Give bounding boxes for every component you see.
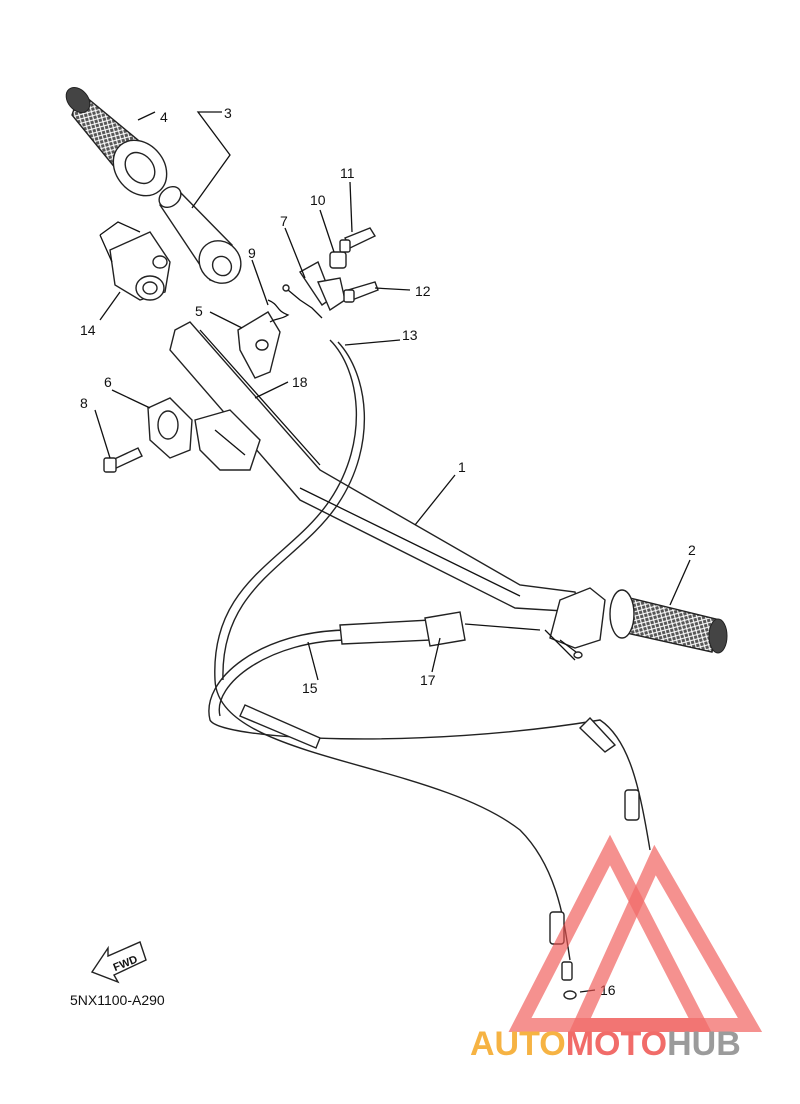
handlebar	[169, 321, 581, 613]
callout-3: 3	[224, 105, 232, 121]
callout-7: 7	[280, 213, 288, 229]
callout-5: 5	[195, 303, 203, 319]
cables	[208, 339, 651, 1000]
callout-8: 8	[80, 395, 88, 411]
watermark: AUTOMOTOHUB	[470, 834, 763, 1063]
clamp	[103, 397, 193, 473]
cable-bracket	[237, 299, 290, 379]
callout-17: 17	[420, 672, 436, 688]
leader-lines	[94, 111, 691, 993]
fwd-arrow: FWD	[90, 941, 147, 984]
callout-14: 14	[80, 322, 96, 338]
callout-15: 15	[302, 680, 318, 696]
watermark-text-moto: MOTO	[566, 1025, 667, 1063]
lever-parts	[282, 227, 379, 319]
callout-1: 1	[458, 459, 466, 475]
callout-13: 13	[402, 327, 418, 343]
watermark-text-hub: HUB	[667, 1025, 741, 1063]
callout-12: 12	[415, 283, 431, 299]
throttle-tube	[158, 185, 242, 284]
watermark-logo-mark	[508, 834, 763, 1032]
callout-18: 18	[292, 374, 308, 390]
watermark-text: AUTOMOTOHUB	[470, 1025, 741, 1063]
callout-4: 4	[160, 109, 168, 125]
callout-11: 11	[340, 165, 355, 181]
throttle-housing	[109, 231, 171, 301]
watermark-text-auto: AUTO	[470, 1025, 566, 1063]
right-grip	[544, 587, 728, 661]
callout-9: 9	[248, 245, 256, 261]
callout-2: 2	[688, 542, 696, 558]
callout-6: 6	[104, 374, 112, 390]
callout-10: 10	[310, 192, 326, 208]
left-grip	[65, 86, 168, 197]
part-code: 5NX1100-A290	[70, 992, 165, 1008]
